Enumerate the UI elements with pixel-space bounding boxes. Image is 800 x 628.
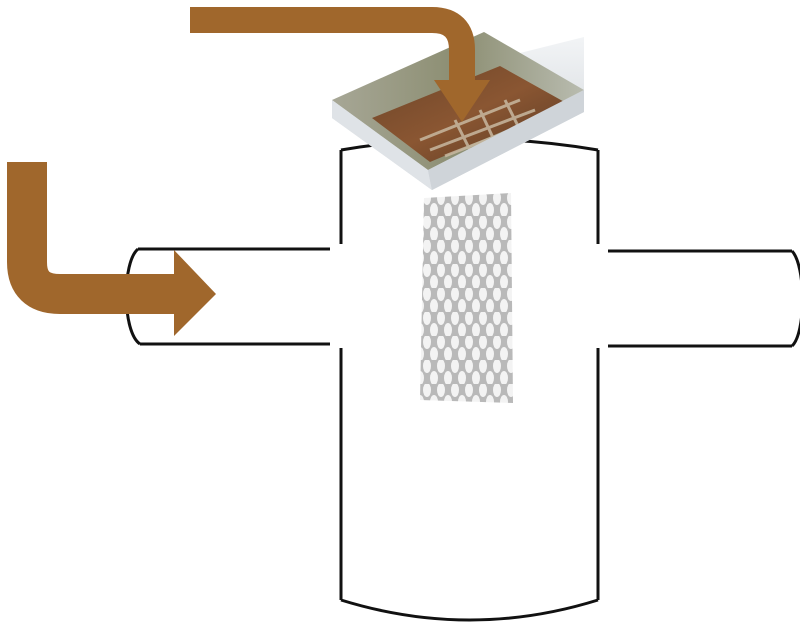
perforated-screen: [420, 193, 513, 403]
perforated-plate: [420, 193, 513, 403]
flow-arrow-side-shaft: [27, 162, 178, 294]
outlet-pipe-mouth: [792, 251, 800, 346]
outlet-pipe: [608, 251, 800, 346]
flow-arrow-side-head: [174, 250, 216, 336]
vessel-bottom: [341, 600, 598, 620]
